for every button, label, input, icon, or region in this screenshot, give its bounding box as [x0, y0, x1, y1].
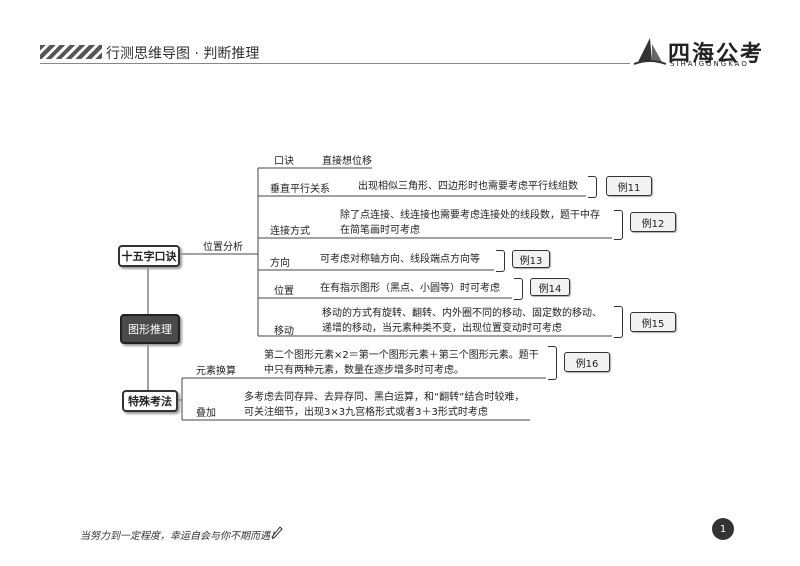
bracket — [514, 278, 523, 300]
example-tag[interactable]: 例11 — [606, 176, 652, 196]
logo-sail-icon — [633, 38, 667, 65]
item-label: 垂直平行关系 — [270, 184, 330, 195]
bracket — [588, 176, 597, 198]
header-divider — [40, 63, 630, 64]
item-desc: 在有指示图形（黑点、小圆等）时可考虑 — [320, 283, 500, 294]
logo-name: 四海公考 — [668, 42, 765, 67]
item-label: 方向 — [270, 258, 290, 269]
item-desc: 移动的方式有旋转、翻转、内外圈不同的移动、固定数的移动、递增的移动，当元素种类不… — [322, 308, 602, 334]
branch-node-fifteen-word[interactable]: 十五字口诀 — [118, 245, 180, 267]
logo-subtitle: SIHAIGONGKAO — [670, 60, 749, 68]
item-label: 移动 — [274, 326, 294, 337]
example-tag[interactable]: 例14 — [530, 278, 570, 296]
position-analysis-label: 位置分析 — [203, 242, 243, 253]
example-tag[interactable]: 例12 — [630, 212, 676, 232]
item-label: 叠加 — [196, 408, 216, 419]
bracket — [548, 346, 557, 380]
item-desc: 可考虑对称轴方向、线段端点方向等 — [320, 254, 480, 265]
item-desc: 多考虑去同存异、去异存同、黑白运算，和“翻转”结合时较难，可关注细节，出现3×3… — [244, 392, 525, 418]
bracket — [496, 250, 505, 272]
item-label: 元素换算 — [196, 366, 236, 377]
mnemonic-label: 口诀 — [274, 156, 294, 167]
item-label: 连接方式 — [270, 226, 310, 237]
center-node-figure-reasoning[interactable]: 图形推理 — [120, 314, 180, 344]
pencil-icon — [271, 526, 283, 539]
example-tag[interactable]: 例13 — [512, 250, 550, 268]
header-stripes-decoration — [40, 45, 102, 59]
example-tag[interactable]: 例15 — [630, 312, 676, 332]
item-label: 位置 — [274, 286, 294, 297]
bracket — [614, 306, 623, 338]
footer-slogan: 当努力到一定程度，幸运自会与你不期而遇！ — [80, 531, 280, 542]
example-tag[interactable]: 例16 — [564, 352, 610, 372]
bracket — [614, 210, 623, 240]
item-desc: 第二个图形元素×2＝第一个图形元素＋第三个图形元素。题干中只有两种元素，数量在逐… — [264, 350, 539, 376]
item-desc: 除了点连接、线连接也需要考虑连接处的线段数，题干中存在简笔画时可考虑 — [340, 210, 600, 236]
item-desc: 出现相似三角形、四边形时也需要考虑平行线组数 — [358, 181, 578, 192]
mnemonic-value: 直接想位移 — [322, 156, 372, 167]
page-header-title: 行测思维导图 · 判断推理 — [106, 46, 260, 62]
page-number: 1 — [712, 518, 734, 540]
branch-node-special-methods[interactable]: 特殊考法 — [122, 390, 178, 412]
